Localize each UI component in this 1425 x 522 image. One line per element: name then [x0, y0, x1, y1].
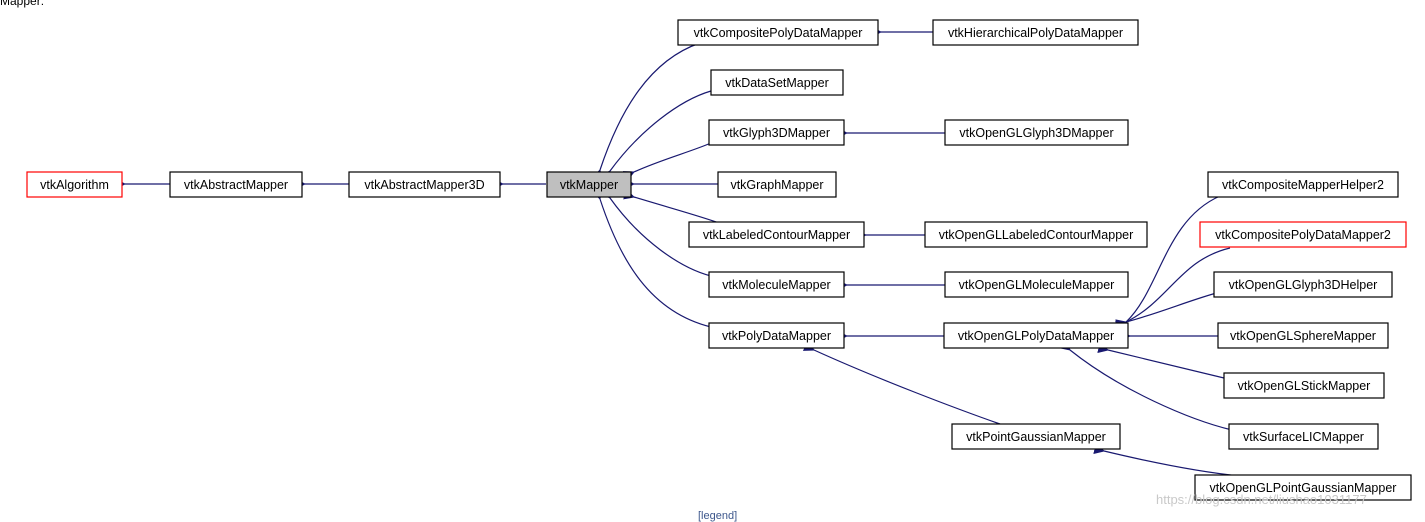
- svg-text:vtkAbstractMapper: vtkAbstractMapper: [184, 178, 288, 192]
- node-vtkMoleculeMapper[interactable]: vtkMoleculeMapper: [708, 271, 845, 298]
- svg-text:vtkMapper: vtkMapper: [560, 178, 618, 192]
- edge-labeledcontourmapper-to-mapper: [623, 188, 723, 225]
- node-vtkPolyDataMapper[interactable]: vtkPolyDataMapper: [708, 322, 845, 349]
- edge-openglpointgaussian-to-pointgaussian: [1093, 443, 1241, 477]
- node-vtkOpenGLPointGaussianMapper[interactable]: vtkOpenGLPointGaussianMapper: [1194, 474, 1412, 501]
- edge-surfacelic-to-openglpolydata: [1059, 339, 1233, 431]
- svg-text:vtkOpenGLMoleculeMapper: vtkOpenGLMoleculeMapper: [959, 278, 1115, 292]
- svg-text:vtkGraphMapper: vtkGraphMapper: [730, 178, 823, 192]
- node-vtkGlyph3DMapper[interactable]: vtkGlyph3DMapper: [708, 119, 845, 146]
- node-vtkLabeledContourMapper[interactable]: vtkLabeledContourMapper: [688, 221, 865, 248]
- node-vtkCompositePolyDataMapper2[interactable]: vtkCompositePolyDataMapper2: [1199, 221, 1407, 248]
- edge-datasetmapper-to-mapper: [599, 90, 712, 183]
- svg-text:vtkOpenGLStickMapper: vtkOpenGLStickMapper: [1238, 379, 1371, 393]
- diagram-caption: Mapper:: [0, 0, 45, 8]
- node-vtkAlgorithm[interactable]: vtkAlgorithm: [26, 171, 123, 198]
- edge-compositepolydata2-to-openglpolydata: [1114, 247, 1231, 332]
- svg-text:vtkPolyDataMapper: vtkPolyDataMapper: [722, 329, 831, 343]
- svg-text:vtkCompositePolyDataMapper: vtkCompositePolyDataMapper: [694, 26, 863, 40]
- node-vtkOpenGLGlyph3DMapper[interactable]: vtkOpenGLGlyph3DMapper: [944, 119, 1129, 146]
- svg-text:vtkGlyph3DMapper: vtkGlyph3DMapper: [723, 126, 830, 140]
- svg-text:vtkOpenGLLabeledContourMapper: vtkOpenGLLabeledContourMapper: [939, 228, 1134, 242]
- node-vtkAbstractMapper[interactable]: vtkAbstractMapper: [169, 171, 303, 198]
- node-vtkGraphMapper[interactable]: vtkGraphMapper: [717, 171, 837, 198]
- edge-pointgaussian-to-polydata: [802, 341, 1001, 425]
- node-vtkCompositeMapperHelper2[interactable]: vtkCompositeMapperHelper2: [1207, 171, 1399, 198]
- node-vtkOpenGLMoleculeMapper[interactable]: vtkOpenGLMoleculeMapper: [944, 271, 1129, 298]
- node-vtkHierarchicalPolyDataMapper[interactable]: vtkHierarchicalPolyDataMapper: [932, 19, 1139, 46]
- node-vtkOpenGLGlyph3DHelper[interactable]: vtkOpenGLGlyph3DHelper: [1213, 271, 1393, 298]
- edge-openglstick-to-openglpolydata: [1097, 342, 1225, 379]
- node-vtkPointGaussianMapper[interactable]: vtkPointGaussianMapper: [951, 423, 1121, 450]
- node-vtkOpenGLStickMapper[interactable]: vtkOpenGLStickMapper: [1223, 372, 1385, 399]
- svg-text:vtkOpenGLSphereMapper: vtkOpenGLSphereMapper: [1230, 329, 1376, 343]
- edge-openglglyph3dhelper-to-openglpolydata: [1115, 291, 1221, 330]
- node-vtkSurfaceLICMapper[interactable]: vtkSurfaceLICMapper: [1228, 423, 1379, 450]
- svg-text:vtkAbstractMapper3D: vtkAbstractMapper3D: [364, 178, 484, 192]
- node-vtkDataSetMapper[interactable]: vtkDataSetMapper: [710, 69, 844, 96]
- svg-text:vtkOpenGLPolyDataMapper: vtkOpenGLPolyDataMapper: [958, 329, 1114, 343]
- svg-text:vtkOpenGLGlyph3DMapper: vtkOpenGLGlyph3DMapper: [959, 126, 1113, 140]
- node-vtkOpenGLSphereMapper[interactable]: vtkOpenGLSphereMapper: [1217, 322, 1389, 349]
- svg-text:vtkMoleculeMapper: vtkMoleculeMapper: [722, 278, 830, 292]
- svg-text:vtkPointGaussianMapper: vtkPointGaussianMapper: [966, 430, 1106, 444]
- node-vtkMapper[interactable]: vtkMapper: [546, 171, 632, 198]
- node-vtkOpenGLPolyDataMapper[interactable]: vtkOpenGLPolyDataMapper: [943, 322, 1129, 349]
- watermark-text: https://blog.csdn.net/liushao1031177: [1156, 492, 1367, 507]
- node-vtkCompositePolyDataMapper[interactable]: vtkCompositePolyDataMapper: [677, 19, 879, 46]
- edge-polydatamapper-to-mapper: [591, 188, 712, 328]
- edges: [115, 26, 1241, 477]
- edge-compositepolydatamapper-to-mapper: [591, 42, 701, 181]
- svg-text:vtkHierarchicalPolyDataMapper: vtkHierarchicalPolyDataMapper: [948, 26, 1123, 40]
- svg-text:vtkCompositePolyDataMapper2: vtkCompositePolyDataMapper2: [1215, 228, 1391, 242]
- svg-text:vtkSurfaceLICMapper: vtkSurfaceLICMapper: [1243, 430, 1364, 444]
- node-vtkAbstractMapper3D[interactable]: vtkAbstractMapper3D: [348, 171, 501, 198]
- svg-text:vtkLabeledContourMapper: vtkLabeledContourMapper: [703, 228, 850, 242]
- svg-text:vtkAlgorithm: vtkAlgorithm: [40, 178, 109, 192]
- svg-text:vtkOpenGLGlyph3DHelper: vtkOpenGLGlyph3DHelper: [1229, 278, 1378, 292]
- edge-glyph3dmapper-to-mapper: [622, 142, 712, 181]
- svg-text:vtkCompositeMapperHelper2: vtkCompositeMapperHelper2: [1222, 178, 1384, 192]
- svg-text:vtkOpenGLPointGaussianMapper: vtkOpenGLPointGaussianMapper: [1210, 481, 1397, 495]
- legend-link[interactable]: [legend]: [698, 510, 738, 522]
- node-vtkOpenGLLabeledContourMapper[interactable]: vtkOpenGLLabeledContourMapper: [924, 221, 1148, 248]
- svg-text:vtkDataSetMapper: vtkDataSetMapper: [725, 76, 829, 90]
- edge-compositehelper2-to-openglpolydata: [1115, 195, 1221, 333]
- edge-moleculemapper-to-mapper: [599, 186, 712, 277]
